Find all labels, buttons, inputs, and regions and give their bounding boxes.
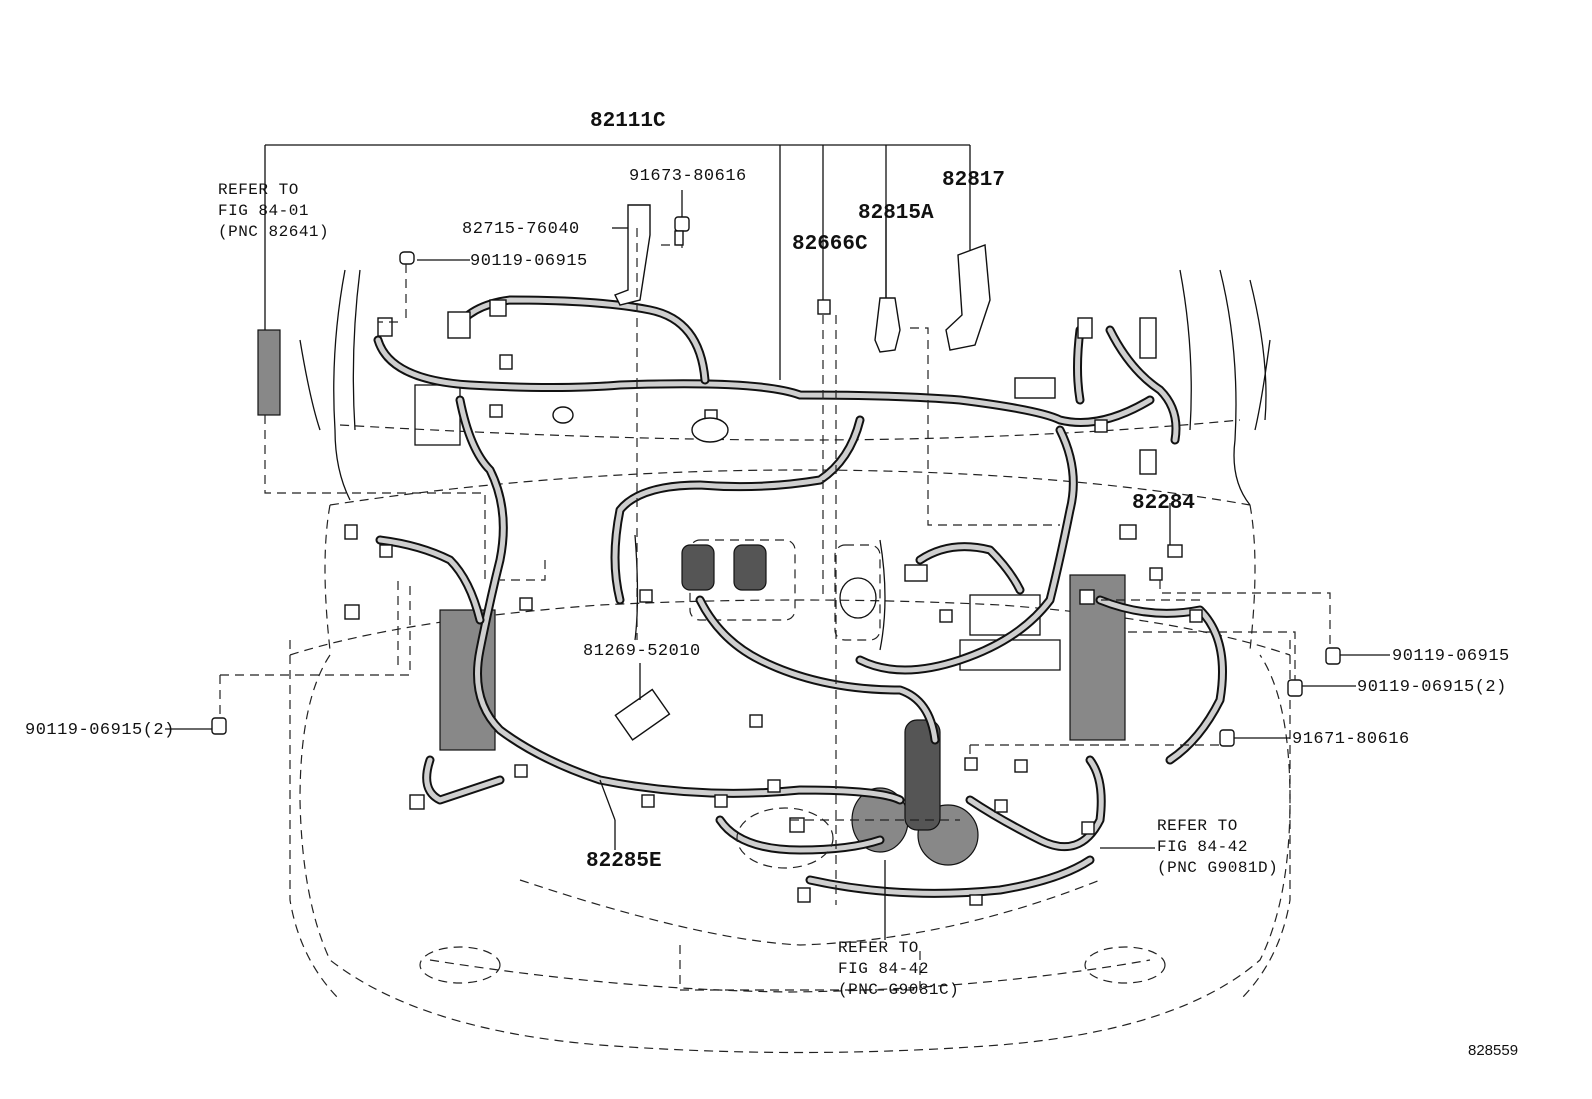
bolt-part-number-right: 91671-80616 <box>1292 730 1410 749</box>
connectors <box>344 299 1203 906</box>
reference-note-line: (PNC G9081C) <box>838 981 960 999</box>
vehicle-body-outline <box>289 269 1291 1054</box>
reference-note-bottom: REFER TO FIG 84-42 (PNC G9081C) <box>838 938 959 1001</box>
screw-part-number-right-2: 90119-06915(2) <box>1357 678 1507 697</box>
reference-note-line: (PNC G9081D) <box>1157 859 1279 877</box>
wire-harness-82111C <box>373 295 1227 898</box>
clip-part-number: 82666C <box>792 233 868 256</box>
brackets-and-clips <box>211 204 1341 747</box>
figure-number: 828559 <box>1468 1042 1519 1059</box>
reference-note-line: FIG 84-01 <box>218 202 309 220</box>
fuse-relay-boxes <box>257 329 1126 866</box>
part-number-82817: 82817 <box>942 169 1006 192</box>
reference-note-line: REFER TO <box>838 939 919 957</box>
reference-note-line: FIG 84-42 <box>838 960 929 978</box>
screw-part-number-top-left: 90119-06915 <box>470 252 588 271</box>
reference-note-line: (PNC 82641) <box>218 223 330 241</box>
screw-part-number-left: 90119-06915(2) <box>25 721 175 740</box>
reference-note-line: REFER TO <box>218 181 299 199</box>
reference-note-top-left: REFER TO FIG 84-01 (PNC 82641) <box>218 180 329 243</box>
harness-part-number: 82111C <box>590 110 666 133</box>
part-number-82284: 82284 <box>1132 492 1196 515</box>
bolt-part-number-top: 91673-80616 <box>629 167 747 186</box>
screw-part-number-right-1: 90119-06915 <box>1392 647 1510 666</box>
engine-compartment <box>414 384 1061 671</box>
leader-lines <box>165 144 1390 940</box>
reference-note-line: REFER TO <box>1157 817 1238 835</box>
part-number-82285e: 82285E <box>586 850 662 873</box>
part-number-82815a: 82815A <box>858 202 934 225</box>
part-number-81269: 81269-52010 <box>583 642 701 661</box>
reference-note-line: FIG 84-42 <box>1157 838 1248 856</box>
reference-note-right: REFER TO FIG 84-42 (PNC G9081D) <box>1157 816 1278 879</box>
bracket-part-number: 82715-76040 <box>462 220 580 239</box>
